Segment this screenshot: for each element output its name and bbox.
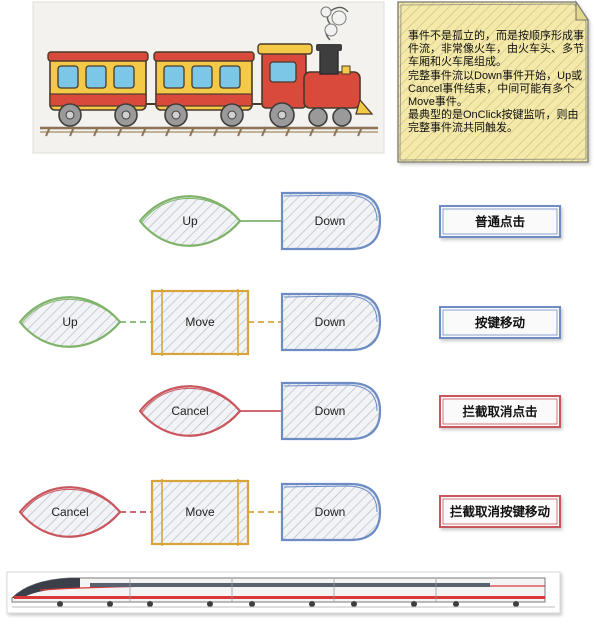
svg-text:Up: Up	[182, 214, 198, 228]
down-node: Down	[280, 191, 382, 251]
move-node: Move	[150, 289, 250, 356]
tag-intercept-cancel-key-move: 拦截取消按键移动	[439, 495, 561, 528]
flow-row-2: Up Move Down 按键移动	[18, 289, 561, 356]
down-node: Down	[280, 381, 382, 441]
up-node: Up	[138, 195, 242, 247]
tag-key-move: 按键移动	[439, 306, 561, 339]
flow-row-4: Cancel Move Down 拦截取消按键移动	[18, 479, 561, 546]
tag-plain-click: 普通点击	[439, 205, 561, 238]
move-node: Move	[150, 479, 250, 546]
flow-row-1: Up Down 普通点击	[138, 191, 561, 251]
note-line: 完整事件流以Down事件开始，Up或Cancel事件结束，中间可能有多个Move…	[408, 69, 583, 109]
note-line: 最典型的是OnClick按键监听，则由完整事件流共同触发。	[408, 109, 579, 135]
svg-text:Down: Down	[315, 315, 346, 329]
down-node: Down	[280, 482, 382, 542]
svg-text:Cancel: Cancel	[171, 404, 208, 418]
svg-text:拦截取消按键移动: 拦截取消按键移动	[450, 504, 551, 519]
svg-text:Move: Move	[185, 315, 215, 329]
sticky-note	[397, 0, 590, 163]
high-speed-train-icon	[6, 571, 561, 614]
svg-text:Up: Up	[62, 315, 78, 329]
note-text: 事件不是孤立的，而是按顺序形成事件流，非常像火车，由火车头、多节车厢和火车尾组成…	[408, 30, 586, 136]
cancel-node: Cancel	[18, 486, 122, 538]
flow-row-3: Cancel Down 拦截取消点击	[138, 381, 561, 441]
svg-text:Down: Down	[315, 505, 346, 519]
svg-text:Cancel: Cancel	[51, 505, 88, 519]
svg-text:按键移动: 按键移动	[475, 315, 526, 330]
svg-text:Down: Down	[315, 214, 346, 228]
note-line: 事件不是孤立的，而是按顺序形成事件流，非常像火车，由火车头、多节车厢和火车尾组成…	[408, 30, 584, 69]
svg-text:普通点击: 普通点击	[475, 214, 525, 229]
svg-text:拦截取消点击: 拦截取消点击	[462, 404, 537, 419]
connectors	[120, 220, 282, 513]
down-node: Down	[280, 292, 382, 352]
svg-text:Down: Down	[315, 404, 346, 418]
cancel-node: Cancel	[138, 385, 242, 437]
cartoon-steam-train-icon	[32, 1, 385, 154]
tag-intercept-cancel-click: 拦截取消点击	[439, 395, 561, 428]
svg-text:Move: Move	[185, 505, 215, 519]
up-node: Up	[18, 296, 122, 348]
